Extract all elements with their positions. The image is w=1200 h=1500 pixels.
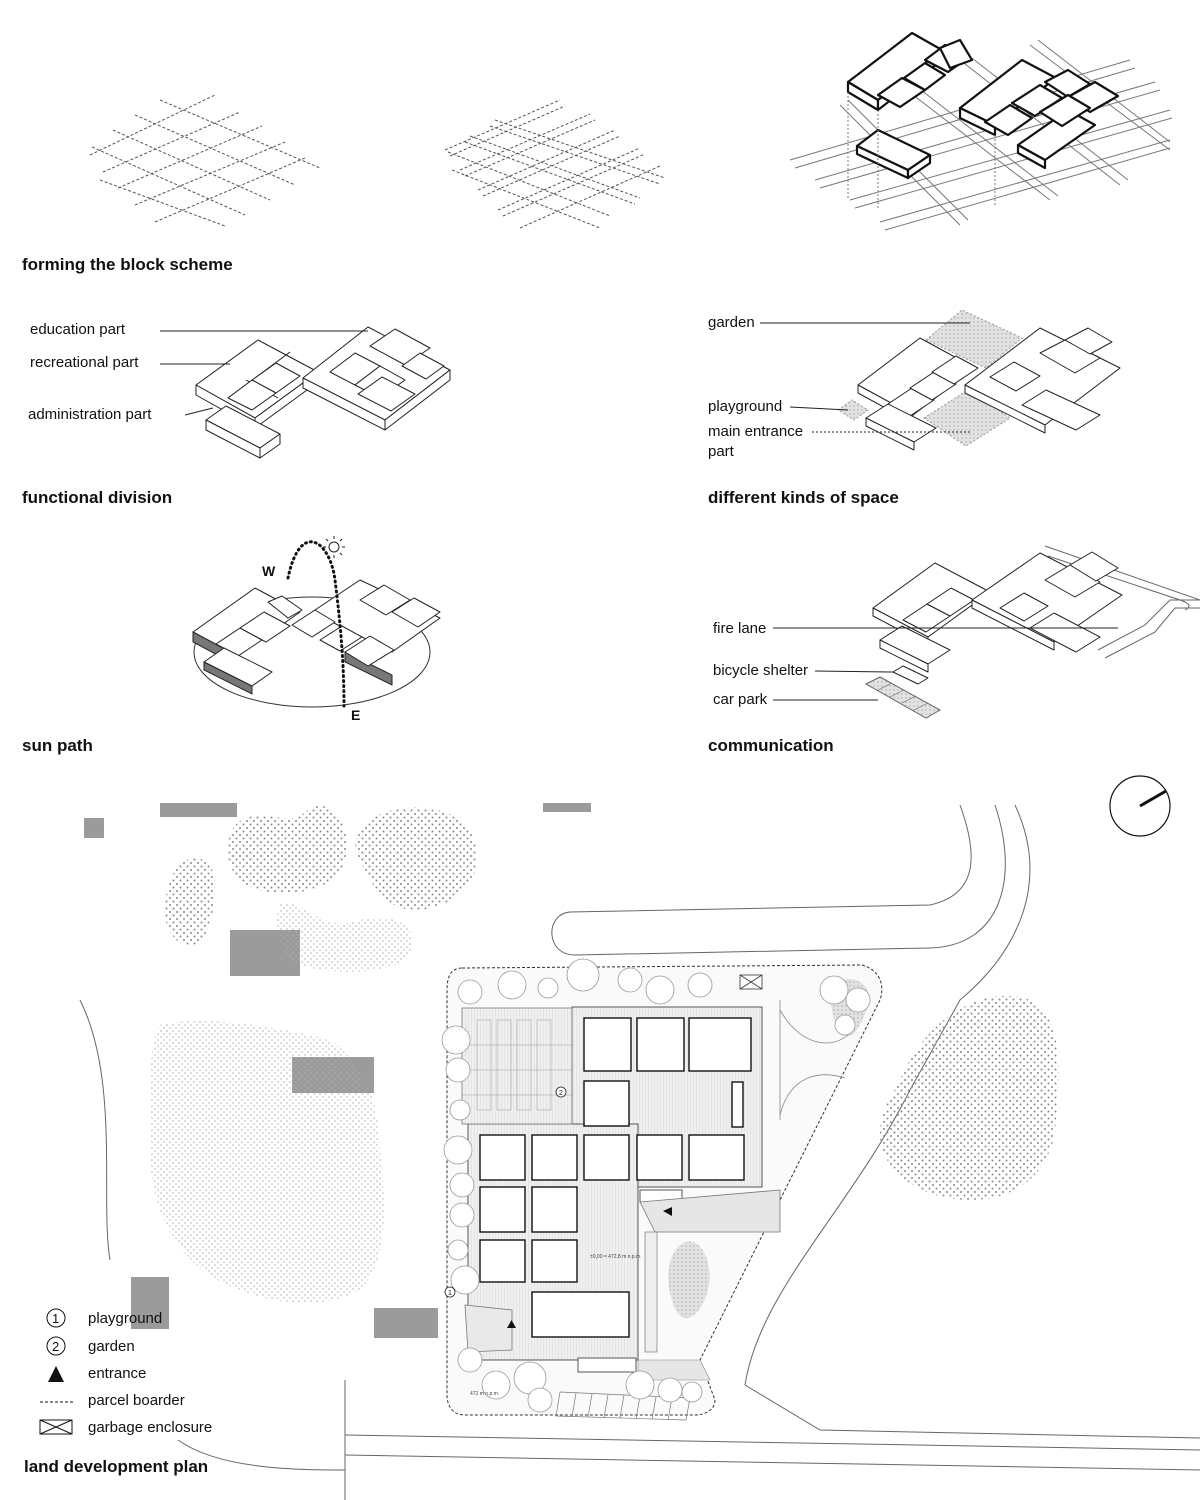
legend-label-garbage-enclosure: garbage enclosure xyxy=(88,1419,212,1436)
neighbour-building xyxy=(374,1308,438,1338)
entrance-arrow-icon xyxy=(663,1207,672,1216)
legend-entrance-triangle-icon xyxy=(48,1366,64,1382)
sun-icon xyxy=(323,536,345,558)
neighbour-building xyxy=(84,818,104,838)
land-development-plan: 1 2 ±0,00 = 472,8 m n.p.m. 472 m n.p.m. xyxy=(79,775,1200,1500)
legend-symbol-2-text: 2 xyxy=(52,1339,59,1354)
legend-label-parcel-border: parcel boarder xyxy=(88,1392,185,1409)
communication-diagram xyxy=(773,545,1200,719)
title-sun-path: sun path xyxy=(22,736,93,755)
legend-symbol-1 xyxy=(46,1308,66,1328)
entrance-triangle-icon xyxy=(507,1320,516,1328)
level-note: ±0,00 = 472,8 m n.p.m. xyxy=(590,1254,642,1260)
label-recreational-part: recreational part xyxy=(30,354,139,371)
block-scheme-3d xyxy=(789,31,1173,231)
label-main-entrance-part: part xyxy=(708,443,735,460)
title-land-development-plan: land development plan xyxy=(24,1457,208,1476)
trees xyxy=(441,958,871,1413)
block-scheme-grid-2 xyxy=(444,99,666,229)
school-building-plan xyxy=(461,1006,781,1381)
label-administration-part: administration part xyxy=(28,406,152,423)
north-arrow-icon xyxy=(1109,775,1171,837)
legend-label-entrance: entrance xyxy=(88,1365,146,1382)
legend-label-playground: playground xyxy=(88,1310,162,1327)
plan-marker-2: 2 xyxy=(555,1086,567,1098)
label-education-part: education part xyxy=(30,321,126,338)
neighbour-building xyxy=(131,1277,169,1329)
svg-text:1: 1 xyxy=(448,1290,452,1297)
title-different-kinds-of-space: different kinds of space xyxy=(708,488,899,507)
legend-label-garden: garden xyxy=(88,1338,135,1355)
label-car-park: car park xyxy=(713,691,768,708)
title-communication: communication xyxy=(708,736,834,755)
title-functional-division: functional division xyxy=(22,488,172,507)
spaces-diagram xyxy=(760,309,1121,451)
sun-path-diagram xyxy=(192,536,441,708)
label-main-entrance: main entrance xyxy=(708,423,803,440)
label-garden: garden xyxy=(708,314,755,331)
neighbour-building xyxy=(160,803,237,817)
legend-symbol-1-text: 1 xyxy=(52,1311,59,1326)
functional-division-diagram xyxy=(160,326,451,459)
level-note-2: 472 m n.p.m. xyxy=(470,1391,499,1397)
legend-garbage-icon xyxy=(39,1419,73,1435)
neighbour-building xyxy=(543,803,591,812)
label-west: W xyxy=(262,563,276,579)
plan-marker-1: 1 xyxy=(444,1286,456,1298)
roads xyxy=(79,804,1200,1500)
title-block-scheme: forming the block scheme xyxy=(22,255,233,274)
legend-symbol-2 xyxy=(46,1336,66,1356)
label-bicycle-shelter: bicycle shelter xyxy=(713,662,808,679)
garbage-enclosure-icon xyxy=(739,974,763,990)
svg-text:2: 2 xyxy=(559,1090,563,1097)
label-playground: playground xyxy=(708,398,782,415)
label-east: E xyxy=(351,707,360,723)
block-scheme-grid-1 xyxy=(89,94,321,227)
label-fire-lane: fire lane xyxy=(713,620,766,637)
plan-legend: 1 playground 2 garden entrance parcel bo… xyxy=(39,1308,212,1436)
